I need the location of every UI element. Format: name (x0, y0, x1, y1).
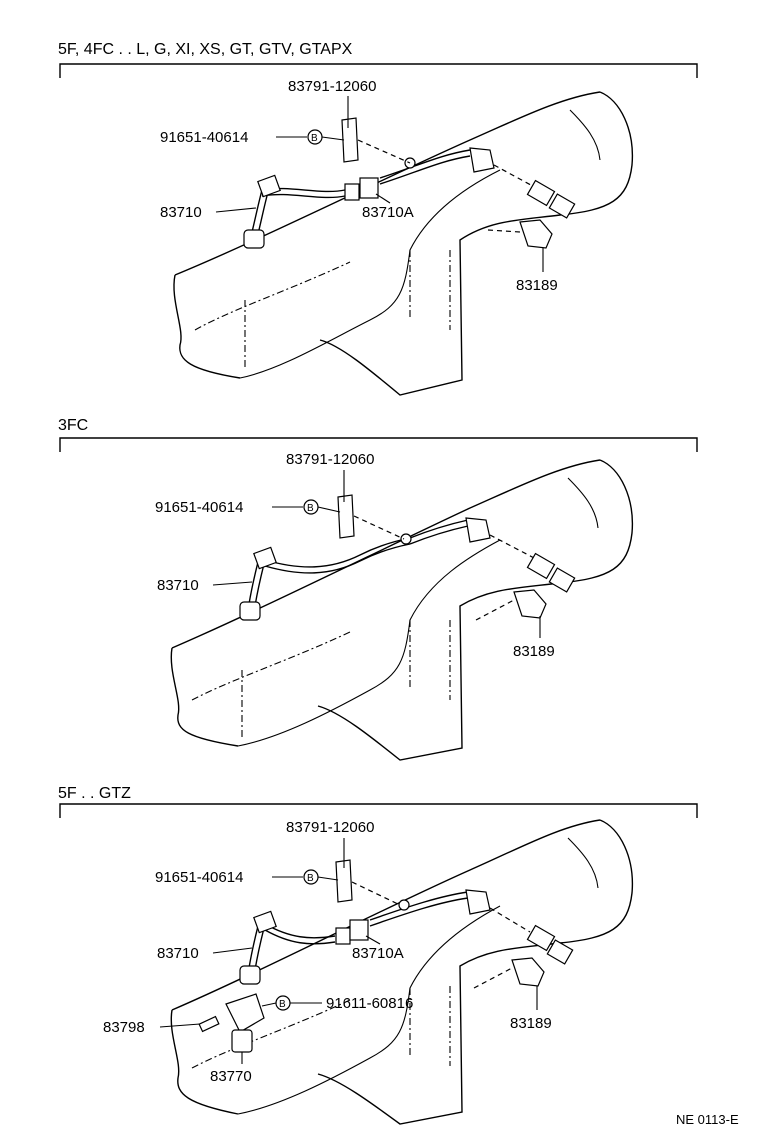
section-3-sensor (473, 957, 545, 989)
section-1-label-cable-a: 83710A (362, 204, 414, 221)
section-3-label-cable: 83710 (157, 945, 199, 962)
section-2-label-bracket: 83791-12060 (286, 451, 374, 468)
section-2-label-sensor: 83189 (513, 643, 555, 660)
section-1-sensor (487, 219, 553, 249)
section-1-label-bracket: 83791-12060 (288, 78, 376, 95)
section-3-label-bolt: 91651-40614 (155, 869, 243, 886)
section-3-label-pin: 83798 (103, 1019, 145, 1036)
section-2: 3FC (58, 417, 698, 761)
section-3-label-cable-a: 83710A (352, 945, 404, 962)
section-3-label-driven-gear: 83770 (210, 1068, 252, 1085)
section-2-clamp (337, 494, 405, 540)
section-3-label-sensor: 83189 (510, 1015, 552, 1032)
section-2-sensor (475, 589, 547, 621)
section-3-cable (239, 889, 574, 985)
section-2-bolt-badge: B (307, 503, 314, 514)
section-1-bolt-badge: B (311, 133, 318, 144)
section-2-header: 3FC (58, 417, 88, 434)
section-3: 5F . . GTZ (58, 785, 698, 1125)
section-3-driven-gear (198, 993, 265, 1053)
section-3-clamp (335, 859, 401, 906)
section-1-cable (243, 147, 576, 249)
section-1: 5F, 4FC . . L, G, XI, XS, GT, GTV, GTAPX (58, 41, 698, 396)
section-1-label-sensor: 83189 (516, 277, 558, 294)
section-1-label-bolt: 91651-40614 (160, 129, 248, 146)
section-3-label-bolt2: 91611-60816 (326, 995, 413, 1012)
section-2-label-bolt: 91651-40614 (155, 499, 243, 516)
section-1-clamp (341, 117, 411, 164)
section-1-header: 5F, 4FC . . L, G, XI, XS, GT, GTV, GTAPX (58, 41, 353, 58)
section-1-label-cable: 83710 (160, 204, 202, 221)
section-3-header: 5F . . GTZ (58, 785, 131, 802)
section-2-bracket-line (59, 437, 698, 452)
section-3-bolt-badge: B (307, 873, 314, 884)
figure-code: NE 0113-E (676, 1112, 739, 1127)
section-3-bracket-line (59, 803, 698, 818)
section-2-cable (239, 517, 576, 621)
section-2-label-cable: 83710 (157, 577, 199, 594)
section-3-bolt2-badge: B (279, 999, 286, 1010)
section-3-label-bracket: 83791-12060 (286, 819, 374, 836)
section-1-housing (173, 91, 634, 396)
section-1-bracket-line (59, 63, 698, 78)
